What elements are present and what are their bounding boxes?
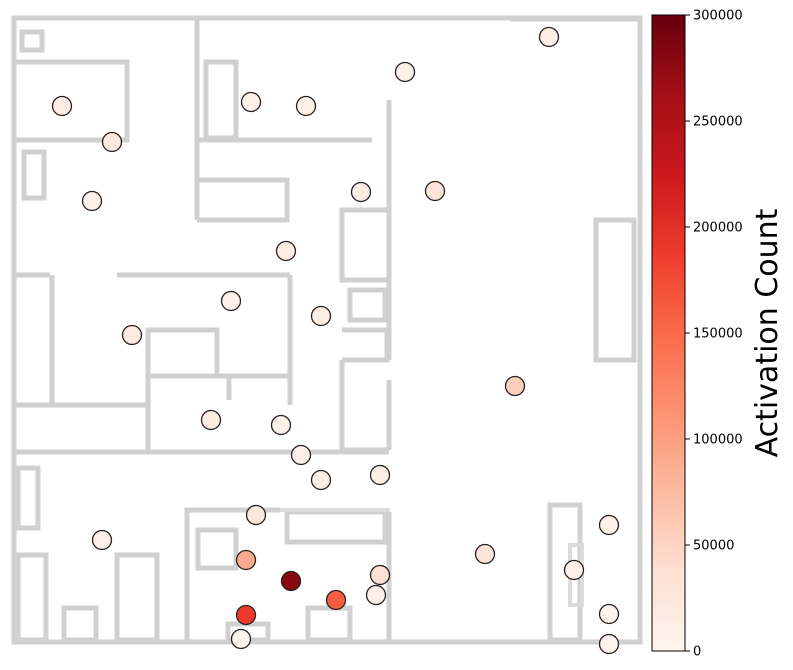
room-bottom-middle-2	[305, 605, 353, 643]
colorbar-label: Activation Count	[750, 208, 785, 457]
scatter-point-15	[200, 409, 222, 431]
scatter-point-29	[365, 584, 387, 606]
scatter-point-7	[350, 181, 372, 203]
colorbar: 0 50000 100000 150000 200000 250000 300000 Act…	[651, 9, 785, 660]
corridor-left	[14, 402, 151, 455]
scatter-point-3	[51, 95, 73, 117]
scatter-point-11	[220, 290, 242, 312]
scatter-point-26	[563, 559, 585, 581]
room-bottom-left-2	[61, 605, 99, 643]
scatter-point-2	[394, 61, 416, 83]
colorbar-tick-label: 250000	[693, 115, 743, 130]
scatter-point-21	[91, 529, 113, 551]
room-center-top	[197, 177, 290, 223]
scatter-point-23	[474, 543, 496, 565]
wall-center-lower	[339, 360, 389, 453]
scatter-point-27	[280, 570, 302, 592]
scatter-point-10	[275, 240, 297, 262]
room-bottom-left-3	[114, 552, 160, 643]
colorbar-tick-label: 300000	[693, 9, 743, 24]
scatter-point-8	[424, 180, 446, 202]
colorbar-tick-label: 200000	[693, 221, 743, 236]
scatter-points	[51, 26, 620, 655]
scatter-point-5	[295, 95, 317, 117]
scatter-point-20	[245, 504, 267, 526]
small-room-center	[347, 287, 388, 323]
colorbar-gradient	[651, 14, 686, 652]
scatter-point-16	[270, 414, 292, 436]
scatter-point-28	[325, 589, 347, 611]
scatter-point-18	[310, 469, 332, 491]
scatter-point-12	[310, 305, 332, 327]
closet-lower-left	[15, 465, 41, 531]
room-bottom-left-1	[15, 552, 49, 643]
scatter-point-32	[230, 628, 252, 650]
scatter-point-19	[369, 464, 391, 486]
closet-left	[21, 149, 47, 201]
colorbar-ticks: 0 50000 100000 150000 200000 250000 300000	[685, 9, 743, 660]
room-bottom-center	[195, 527, 239, 571]
scatter-point-13	[121, 324, 143, 346]
scatter-point-25	[369, 564, 391, 586]
scatter-point-4	[240, 91, 262, 113]
room-center-right	[339, 207, 392, 283]
outer-wall	[11, 15, 643, 645]
colorbar-tick-label: 150000	[693, 327, 743, 342]
scatter-point-1	[538, 26, 560, 48]
small-room-top-left	[19, 29, 45, 53]
scatter-point-9	[81, 190, 103, 212]
scatter-point-31	[598, 603, 620, 625]
scatter-point-22	[598, 514, 620, 536]
scatter-point-24	[235, 549, 257, 571]
room-bottom-middle	[284, 509, 388, 545]
colorbar-tick-label: 100000	[693, 433, 743, 448]
room-top-left	[14, 59, 130, 143]
floor-plan-map	[11, 15, 643, 645]
column-room-1	[203, 59, 239, 141]
scatter-point-33	[598, 633, 620, 655]
scatter-point-14	[504, 375, 526, 397]
scatter-point-6	[101, 131, 123, 153]
scatter-point-30	[235, 604, 257, 626]
room-middle-box	[145, 327, 220, 450]
room-right-tall	[593, 217, 637, 363]
room-center-right-2	[342, 327, 390, 363]
colorbar-tick-label: 50000	[693, 539, 734, 554]
colorbar-tick-label: 0	[693, 645, 701, 660]
scatter-point-17	[290, 444, 312, 466]
